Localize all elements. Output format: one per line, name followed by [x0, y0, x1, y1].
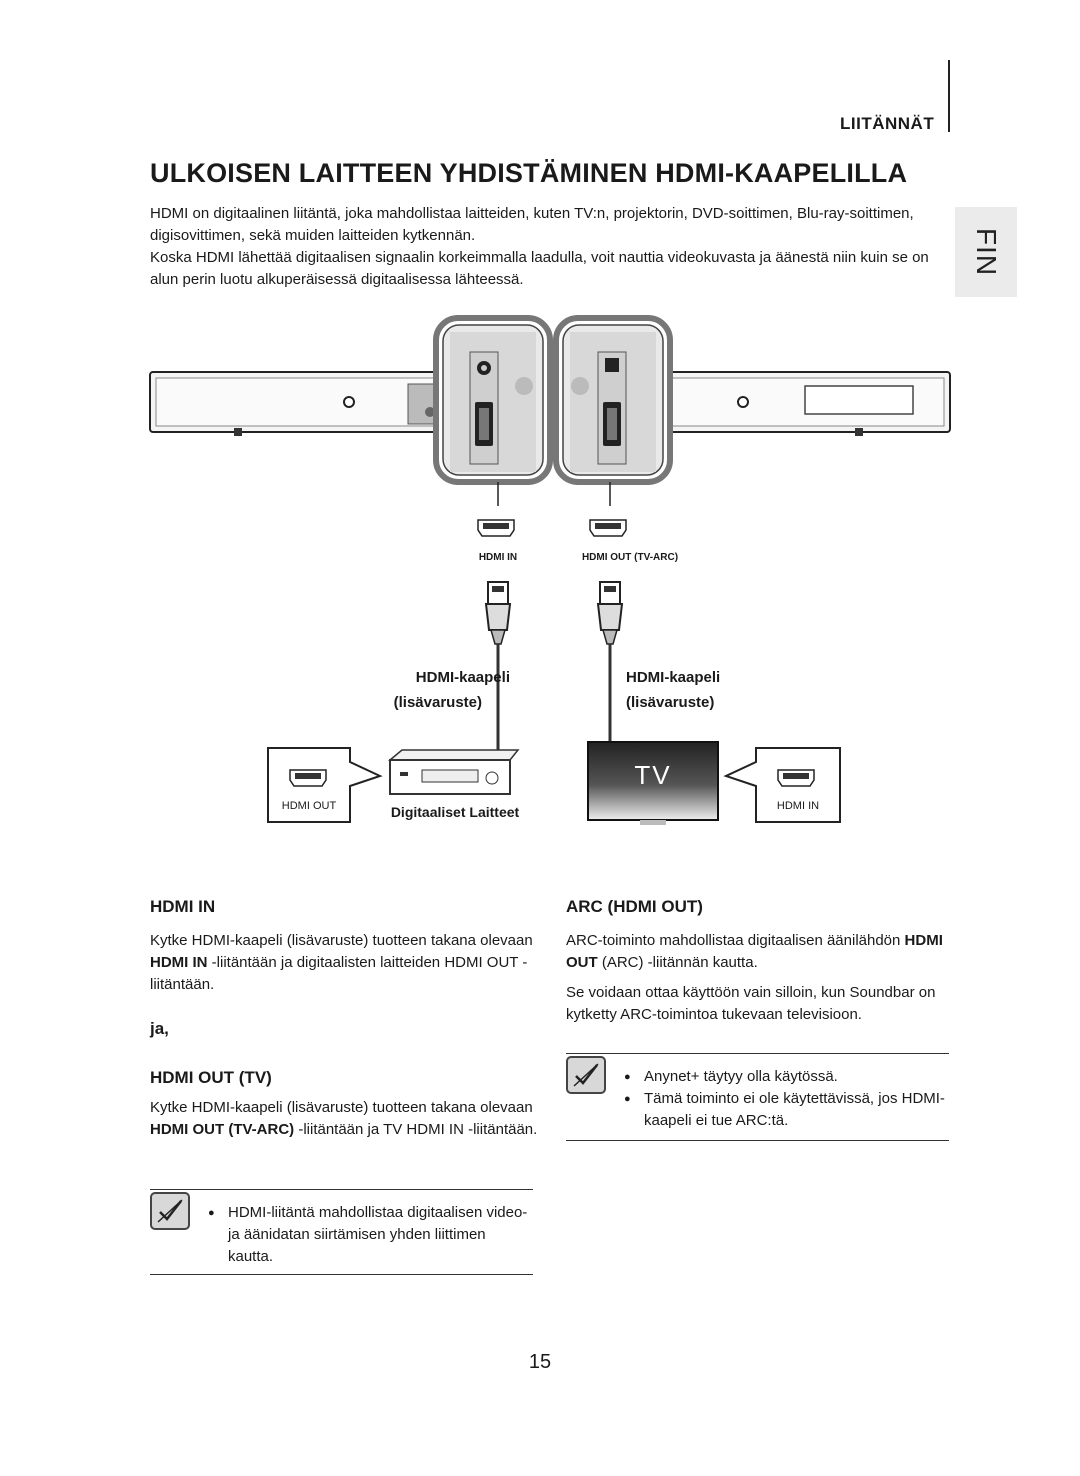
heading-hdmi-in: HDMI IN: [150, 897, 216, 916]
digital-devices-label: Digitaaliset Laitteet: [390, 804, 520, 820]
heading-hdmi-out-tv: HDMI OUT (TV): [150, 1068, 272, 1087]
zoom-callout-hdmi-out: [553, 315, 673, 485]
connection-diagram: [149, 315, 951, 825]
arc-description: ARC-toiminto mahdollistaa digitaalisen ä…: [566, 932, 943, 971]
intro-paragraph-1: HDMI on digitaalinen liitäntä, joka mahd…: [150, 205, 914, 244]
connector-text: ja,: [150, 1019, 169, 1038]
tv-port-label: HDMI IN: [776, 800, 820, 812]
hdmi-out-callout-box: [267, 747, 383, 823]
note-list: Anynet+ täytyy olla käytössä. Tämä toimi…: [624, 1066, 949, 1132]
note-icon: [150, 1192, 190, 1230]
note-item: Tämä toiminto ei ole käytettävissä, jos …: [624, 1088, 949, 1132]
arc-requirement: Se voidaan ottaa käyttöön vain silloin, …: [566, 984, 936, 1023]
page-number: 15: [528, 1351, 552, 1373]
page-title: ULKOISEN LAITTEEN YHDISTÄMINEN HDMI-KAAP…: [150, 158, 908, 188]
cable-label-right-note: (lisävaruste): [626, 694, 715, 711]
heading-arc-hdmi-out: ARC (HDMI OUT): [566, 897, 703, 916]
note-box-left: HDMI-liitäntä mahdollistaa digitaalisen …: [150, 1189, 533, 1275]
cable-label-left-note: (lisävaruste): [393, 694, 482, 711]
hdmi-in-instructions: Kytke HDMI-kaapeli (lisävaruste) tuottee…: [150, 932, 533, 993]
cable-label-left: HDMI-kaapeli: [415, 669, 510, 686]
port-label-hdmi-out-tv-arc: HDMI OUT (TV-ARC): [581, 552, 679, 563]
tv-label: TV: [634, 760, 672, 790]
tv-illustration: [587, 741, 719, 825]
note-item: HDMI-liitäntä mahdollistaa digitaalisen …: [208, 1202, 533, 1268]
hdmi-cable-plug-icon: [484, 581, 512, 752]
hdmi-cable-plug-icon: [596, 581, 624, 742]
cable-label-right: HDMI-kaapeli: [626, 669, 721, 686]
note-item: Anynet+ täytyy olla käytössä.: [624, 1066, 949, 1088]
section-divider: [948, 60, 950, 132]
language-tab: FIN: [955, 207, 1017, 297]
hdmi-port-icon: [589, 519, 627, 537]
zoom-callout-hdmi-in: [433, 315, 553, 485]
hdmi-out-instructions: Kytke HDMI-kaapeli (lisävaruste) tuottee…: [150, 1099, 538, 1138]
section-label: LIITÄNNÄT: [840, 114, 935, 133]
intro-paragraph-2: Koska HDMI lähettää digitaalisen signaal…: [150, 249, 929, 288]
language-tab-label: FIN: [971, 227, 1002, 277]
digital-device-illustration: [387, 749, 520, 795]
device-port-label: HDMI OUT: [281, 800, 337, 812]
note-icon: [566, 1056, 606, 1094]
hdmi-port-icon: [477, 519, 515, 537]
port-label-hdmi-in: HDMI IN: [478, 552, 518, 563]
hdmi-in-callout-box: [723, 747, 841, 823]
note-box-right: Anynet+ täytyy olla käytössä. Tämä toimi…: [566, 1053, 949, 1141]
note-list: HDMI-liitäntä mahdollistaa digitaalisen …: [208, 1202, 533, 1268]
